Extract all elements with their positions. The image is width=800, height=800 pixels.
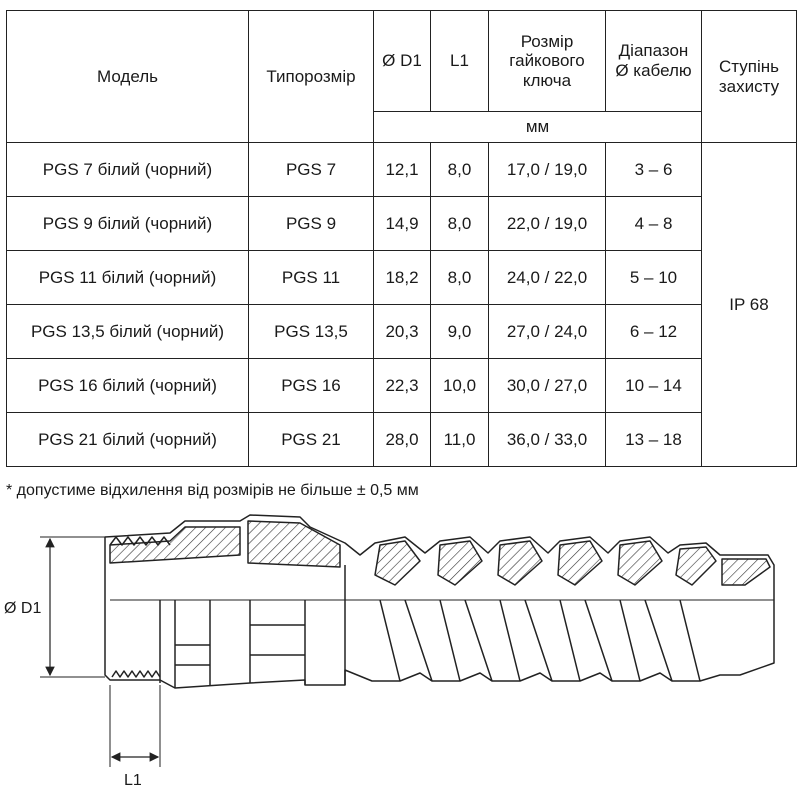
cell-size: PGS 13,5: [248, 304, 374, 359]
spec-table: Модель Типорозмір Ø D1 L1 Розмір гайково…: [6, 10, 797, 467]
table-row: PGS 11 білий (чорний) PGS 11 18,2 8,0 24…: [6, 250, 797, 305]
unit-label: мм: [373, 111, 702, 143]
cell-wrench: 27,0 / 24,0: [488, 304, 606, 359]
cell-d1: 20,3: [373, 304, 431, 359]
cell-range: 5 – 10: [605, 250, 702, 305]
cell-wrench: 30,0 / 27,0: [488, 358, 606, 413]
cell-size: PGS 21: [248, 412, 374, 467]
header-protection: Ступінь захисту: [701, 10, 797, 143]
cell-wrench: 22,0 / 19,0: [488, 196, 606, 251]
cell-model: PGS 11 білий (чорний): [6, 250, 249, 305]
table-row: PGS 16 білий (чорний) PGS 16 22,3 10,0 3…: [6, 358, 797, 413]
header-d1: Ø D1: [373, 10, 431, 112]
cell-l1: 8,0: [430, 250, 489, 305]
label-l1: L1: [124, 772, 142, 789]
cell-wrench: 36,0 / 33,0: [488, 412, 606, 467]
cell-d1: 12,1: [373, 142, 431, 197]
cell-size: PGS 16: [248, 358, 374, 413]
header-wrench: Розмір гайкового ключа: [488, 10, 606, 112]
cell-l1: 11,0: [430, 412, 489, 467]
cell-model: PGS 13,5 білий (чорний): [6, 304, 249, 359]
header-size: Типорозмір: [248, 10, 374, 143]
table-row: PGS 9 білий (чорний) PGS 9 14,9 8,0 22,0…: [6, 196, 797, 251]
table-row: PGS 21 білий (чорний) PGS 21 28,0 11,0 3…: [6, 412, 797, 467]
cell-range: 4 – 8: [605, 196, 702, 251]
cell-wrench: 24,0 / 22,0: [488, 250, 606, 305]
header-protection-text: Ступінь захисту: [718, 56, 780, 96]
cell-d1: 18,2: [373, 250, 431, 305]
cell-size: PGS 9: [248, 196, 374, 251]
cell-model: PGS 7 білий (чорний): [6, 142, 249, 197]
cell-d1: 22,3: [373, 358, 431, 413]
header-model: Модель: [6, 10, 249, 143]
tolerance-note: * допустиме відхилення від розмірів не б…: [6, 482, 419, 499]
cell-d1: 28,0: [373, 412, 431, 467]
cell-size: PGS 11: [248, 250, 374, 305]
cell-l1: 8,0: [430, 142, 489, 197]
cell-size: PGS 7: [248, 142, 374, 197]
cell-model: PGS 16 білий (чорний): [6, 358, 249, 413]
cell-model: PGS 9 білий (чорний): [6, 196, 249, 251]
cable-gland-drawing: Ø D1 L1: [4, 514, 775, 789]
header-range-text: Діапазон Ø кабелю: [615, 41, 692, 80]
table-row: PGS 13,5 білий (чорний) PGS 13,5 20,3 9,…: [6, 304, 797, 359]
cell-range: 13 – 18: [605, 412, 702, 467]
cell-d1: 14,9: [373, 196, 431, 251]
cell-model: PGS 21 білий (чорний): [6, 412, 249, 467]
gland-outline: [104, 514, 775, 689]
cell-range: 6 – 12: [605, 304, 702, 359]
header-l1: L1: [430, 10, 489, 112]
cell-l1: 9,0: [430, 304, 489, 359]
label-d1: Ø D1: [4, 600, 41, 617]
cell-protection: IP 68: [701, 142, 797, 467]
cell-l1: 10,0: [430, 358, 489, 413]
header-wrench-text: Розмір гайкового ключа: [509, 31, 585, 90]
cell-wrench: 17,0 / 19,0: [488, 142, 606, 197]
header-range: Діапазон Ø кабелю: [605, 10, 702, 112]
table-row: PGS 7 білий (чорний) PGS 7 12,1 8,0 17,0…: [6, 142, 797, 467]
cell-range: 3 – 6: [605, 142, 702, 197]
cell-l1: 8,0: [430, 196, 489, 251]
cell-range: 10 – 14: [605, 358, 702, 413]
